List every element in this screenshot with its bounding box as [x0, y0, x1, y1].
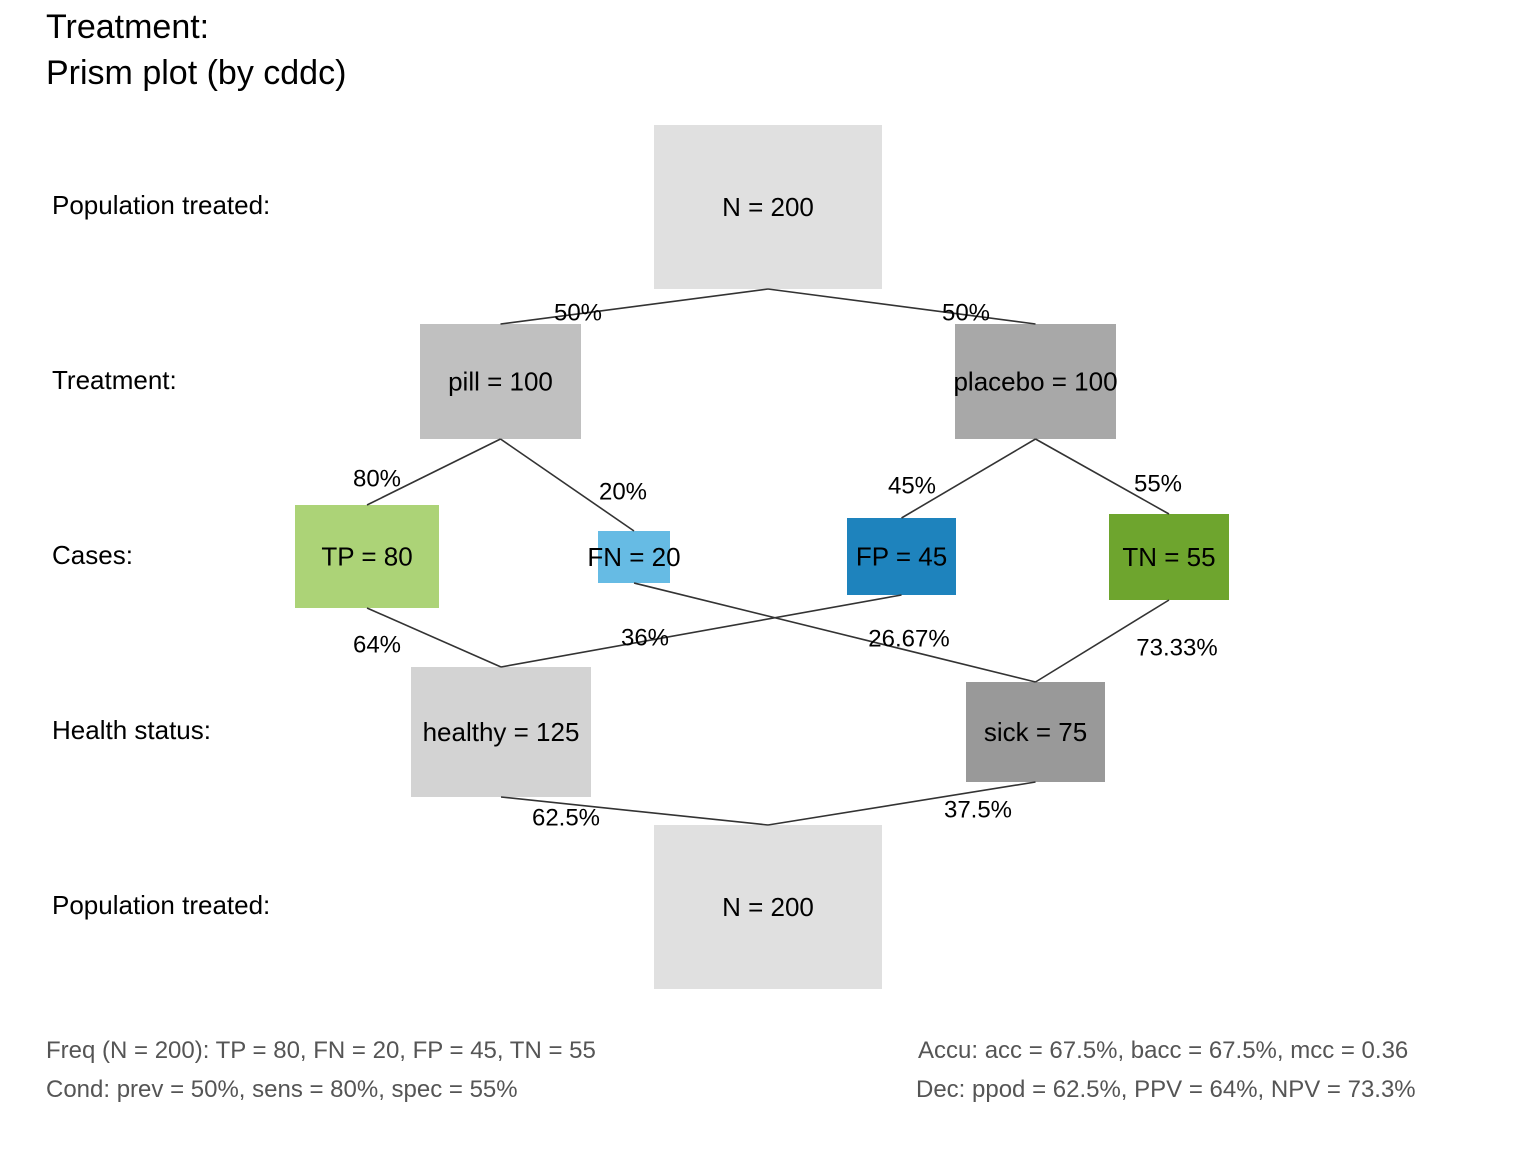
node-fn-label: FN = 20: [587, 542, 680, 572]
edge-pill-fn-label: 20%: [599, 479, 647, 506]
row-label-cases: Cases:: [52, 540, 133, 570]
edge-placebo-tn-line: [1035, 438, 1170, 515]
edge-healthy-bottom-line: [500, 796, 769, 826]
edge-tp-healthy-label: 64%: [353, 632, 401, 659]
node-tp-box: [295, 505, 439, 608]
edge-top-pill-line: [500, 288, 769, 325]
node-bottom-label: N = 200: [722, 892, 814, 922]
freq-summary: Freq (N = 200): TP = 80, FN = 20, FP = 4…: [46, 1037, 596, 1064]
row-label-population-top: Population treated:: [52, 190, 271, 220]
node-healthy-label: healthy = 125: [423, 717, 580, 747]
edge-pill-tp-line: [366, 438, 501, 506]
edge-sick-bottom-label: 37.5%: [944, 797, 1012, 824]
node-fp-box: [847, 518, 956, 595]
edge-tn-sick-label: 73.33%: [1136, 635, 1217, 662]
edge-pill-tp-label: 80%: [353, 466, 401, 493]
edge-fp-healthy-line: [500, 594, 902, 668]
edge-fn-sick-line: [633, 582, 1036, 683]
node-healthy-box: [411, 667, 591, 797]
node-placebo-box: [955, 324, 1116, 439]
node-sick-box: [966, 682, 1105, 782]
edge-tn-sick-line: [1035, 599, 1170, 683]
edge-fp-healthy-label: 36%: [621, 625, 669, 652]
row-label-population-bottom: Population treated:: [52, 890, 271, 920]
row-label-health-status: Health status:: [52, 715, 211, 745]
edge-top-pill-label: 50%: [554, 300, 602, 327]
node-sick-label: sick = 75: [984, 717, 1087, 747]
node-fp-label: FP = 45: [856, 542, 947, 572]
node-top-label: N = 200: [722, 192, 814, 222]
cond-summary: Cond: prev = 50%, sens = 80%, spec = 55%: [46, 1076, 518, 1103]
node-placebo-label: placebo = 100: [953, 367, 1117, 397]
node-top-box: [654, 125, 882, 289]
edge-top-placebo-label: 50%: [942, 300, 990, 327]
edge-placebo-fp-line: [901, 438, 1036, 519]
edge-placebo-fp-label: 45%: [888, 473, 936, 500]
node-pill-box: [420, 324, 581, 439]
dec-summary: Dec: ppod = 62.5%, PPV = 64%, NPV = 73.3…: [916, 1076, 1416, 1103]
node-tn-label: TN = 55: [1122, 542, 1215, 572]
node-tn-box: [1109, 514, 1229, 600]
edge-top-placebo-line: [767, 288, 1036, 325]
accu-summary: Accu: acc = 67.5%, bacc = 67.5%, mcc = 0…: [918, 1037, 1409, 1064]
node-pill-label: pill = 100: [448, 367, 553, 397]
node-bottom-box: [654, 825, 882, 989]
edge-tp-healthy-line: [366, 607, 502, 668]
edge-fn-sick-label: 26.67%: [868, 626, 949, 653]
edge-sick-bottom-line: [767, 781, 1036, 826]
diagram-title-line2: Prism plot (by cddc): [46, 54, 347, 92]
diagram-title-line1: Treatment:: [46, 8, 210, 46]
row-label-treatment: Treatment:: [52, 365, 177, 395]
node-tp-label: TP = 80: [321, 542, 412, 572]
edge-pill-fn-line: [500, 438, 635, 532]
node-fn-box: [598, 531, 670, 583]
edge-healthy-bottom-label: 62.5%: [532, 805, 600, 832]
edge-placebo-tn-label: 55%: [1134, 471, 1182, 498]
